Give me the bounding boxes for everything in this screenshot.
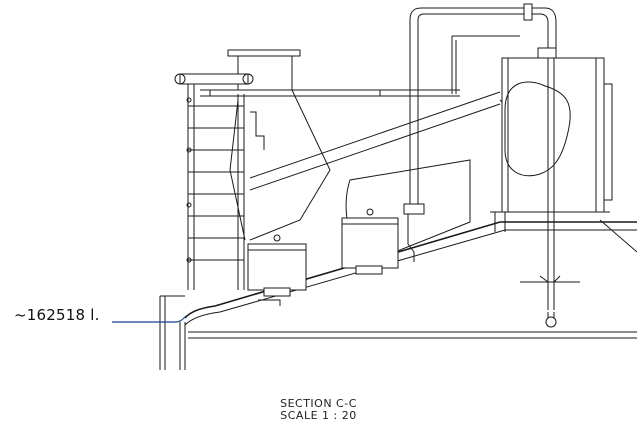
diagonal-pipe	[249, 91, 501, 191]
top-manway-chute	[227, 49, 331, 241]
roof-box-right	[341, 208, 399, 275]
side-bracket	[250, 111, 281, 306]
tank-conical-roof	[184, 212, 637, 339]
ladder	[186, 84, 245, 290]
vertical-pipe-loop	[403, 3, 557, 262]
volume-leader-line	[112, 315, 187, 323]
roof-box-left	[247, 234, 307, 297]
handrail	[174, 73, 460, 97]
section-title: SECTION C-C	[280, 397, 357, 410]
section-scale: SCALE 1 : 20	[280, 409, 357, 422]
tank-left-wall	[159, 295, 186, 370]
volume-callout: ~162518 l.	[14, 306, 100, 324]
right-vessel	[490, 47, 613, 328]
